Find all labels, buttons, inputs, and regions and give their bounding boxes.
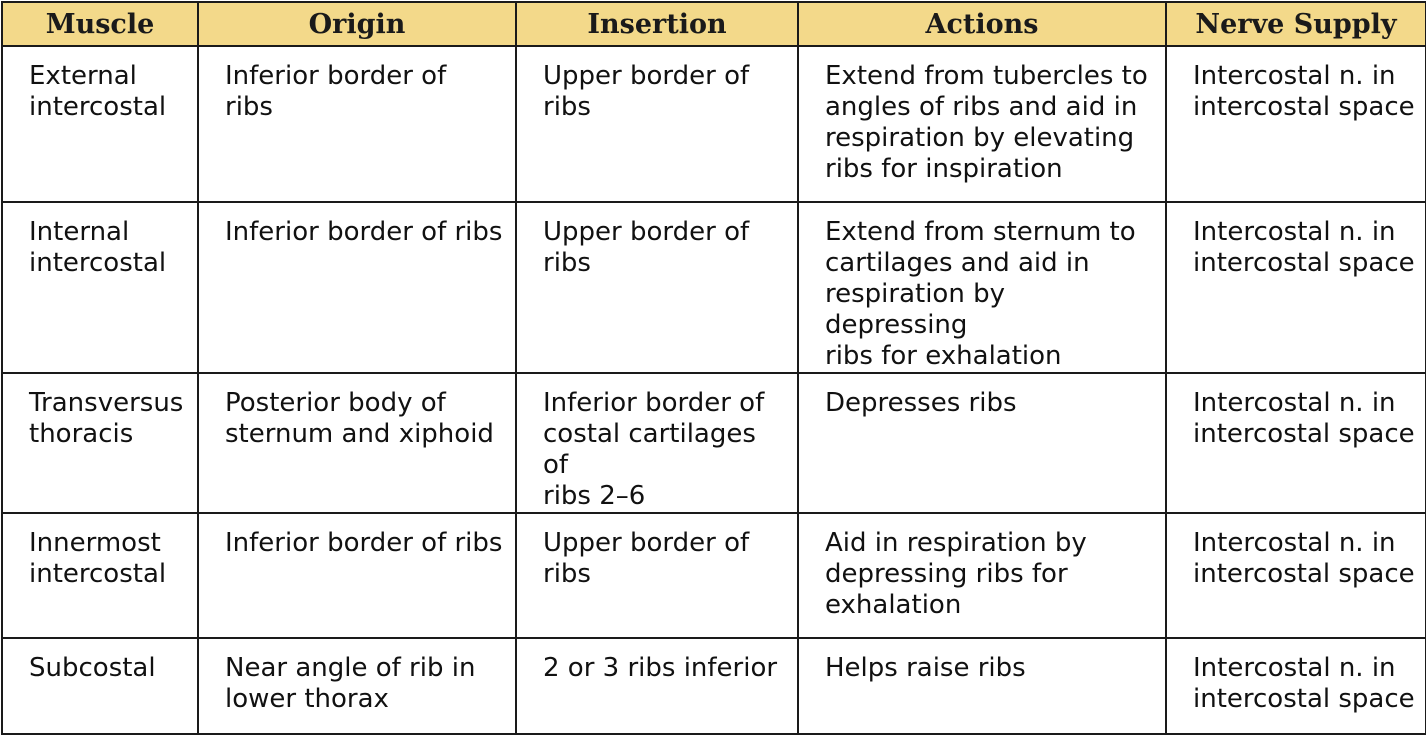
header-actions: Actions — [797, 1, 1167, 47]
header-insertion: Insertion — [515, 1, 799, 47]
cell-muscle: Subcostal — [1, 637, 199, 735]
table-header: Muscle Origin Insertion Actions Nerve Su… — [1, 1, 1426, 47]
header-origin: Origin — [197, 1, 517, 47]
header-row: Muscle Origin Insertion Actions Nerve Su… — [1, 1, 1426, 47]
cell-actions: Helps raise ribs — [797, 637, 1167, 735]
header-nerve-supply: Nerve Supply — [1165, 1, 1426, 47]
header-muscle: Muscle — [1, 1, 199, 47]
cell-insertion: 2 or 3 ribs inferior — [515, 637, 799, 735]
cell-origin: Inferior border of ribs — [197, 512, 517, 639]
cell-actions: Depresses ribs — [797, 372, 1167, 514]
cell-origin: Inferior border of ribs — [197, 201, 517, 374]
